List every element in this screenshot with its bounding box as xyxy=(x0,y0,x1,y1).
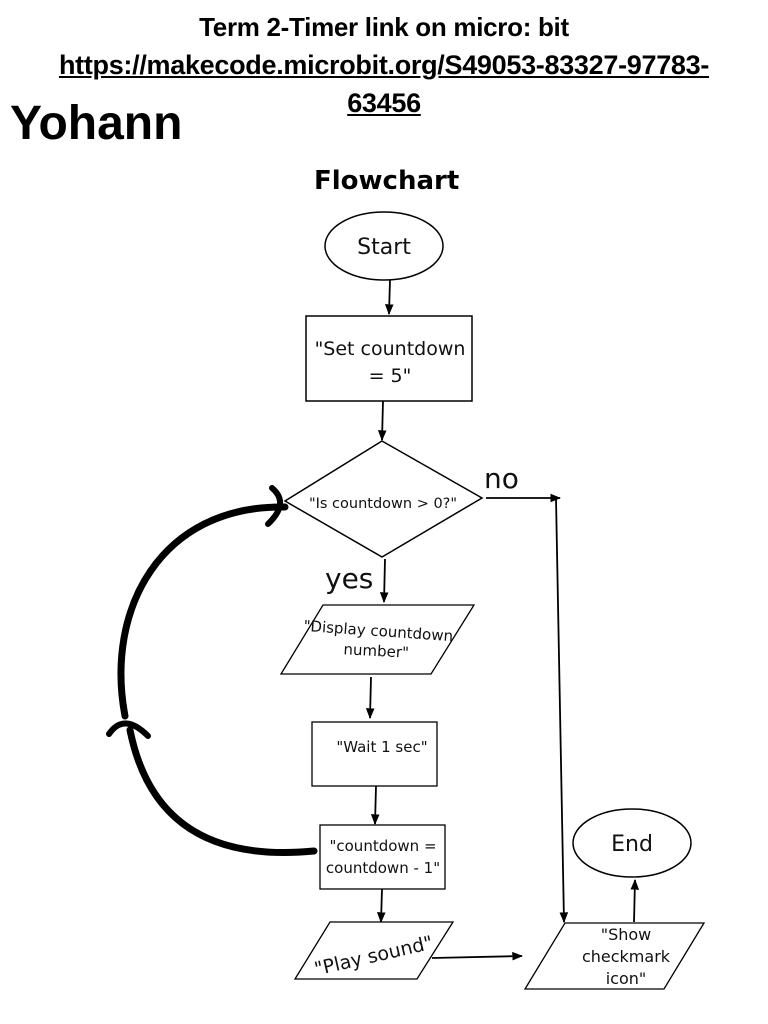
author-name: Yohann xyxy=(10,97,183,150)
decrement-box xyxy=(319,824,446,890)
edge-yes-to-display xyxy=(379,558,389,604)
set-countdown-label-line1: "Set countdown xyxy=(315,338,466,360)
set-countdown-label-line2: = 5" xyxy=(369,365,412,387)
makecode-link-line2[interactable]: 63456 xyxy=(347,88,421,118)
makecode-link-line1[interactable]: https://makecode.microbit.org/S49053-833… xyxy=(58,50,710,80)
loop-lower-arc xyxy=(126,726,318,857)
wait-box xyxy=(311,721,438,787)
document-title: Term 2-Timer link on micro: bit xyxy=(199,12,569,42)
decrement-label-line1: "countdown = xyxy=(329,837,436,855)
decrement-label-line2: countdown - 1" xyxy=(326,859,440,877)
decision-diamond xyxy=(283,440,484,558)
set-countdown-node: "Set countdown = 5" xyxy=(305,315,473,402)
edge-start-to-set xyxy=(384,279,394,316)
play-sound-parallelogram xyxy=(293,921,455,980)
flowchart-heading: Flowchart xyxy=(314,166,460,196)
display-label-line2: number" xyxy=(343,640,409,661)
show-checkmark-parallelogram xyxy=(523,922,706,990)
show-checkmark-label-line3: icon" xyxy=(606,969,647,988)
show-checkmark-label-line1: "Show xyxy=(601,925,652,944)
end-node: End xyxy=(572,808,692,878)
start-label: Start xyxy=(357,235,411,260)
edge-wait-to-decrement xyxy=(370,785,380,826)
play-sound-node: "Play sound" xyxy=(293,921,455,980)
show-checkmark-node: "Show checkmark icon" xyxy=(523,922,706,990)
wait-label: "Wait 1 sec" xyxy=(336,738,427,756)
display-node: "Display countdown number" xyxy=(279,604,476,675)
edge-set-to-decision xyxy=(377,400,387,442)
edge-no-down-to-checkmark xyxy=(555,497,569,924)
start-node: Start xyxy=(324,211,444,281)
edge-checkmark-to-end xyxy=(630,878,640,923)
edge-decrement-to-play xyxy=(376,888,386,924)
decision-node: "Is countdown > 0?" xyxy=(283,440,484,558)
loop-upper-arc xyxy=(117,503,289,720)
set-countdown-box xyxy=(305,315,473,402)
edge-label-yes: yes xyxy=(325,562,373,595)
edge-display-to-wait xyxy=(365,676,375,720)
decision-label: "Is countdown > 0?" xyxy=(309,496,457,512)
end-ellipse xyxy=(572,808,692,878)
decrement-node: "countdown = countdown - 1" xyxy=(319,824,446,890)
loop-mid-arrowhead-icon xyxy=(106,720,151,739)
edge-play-to-checkmark xyxy=(431,951,524,961)
display-parallelogram xyxy=(279,604,476,675)
show-checkmark-label-line2: checkmark xyxy=(582,947,671,966)
wait-node: "Wait 1 sec" xyxy=(311,721,438,787)
loop-top-arrowhead-icon xyxy=(265,485,283,527)
edge-label-no: no xyxy=(484,462,519,495)
loop-back-arrow xyxy=(106,485,318,857)
end-label: End xyxy=(611,832,653,857)
start-ellipse xyxy=(324,211,444,281)
